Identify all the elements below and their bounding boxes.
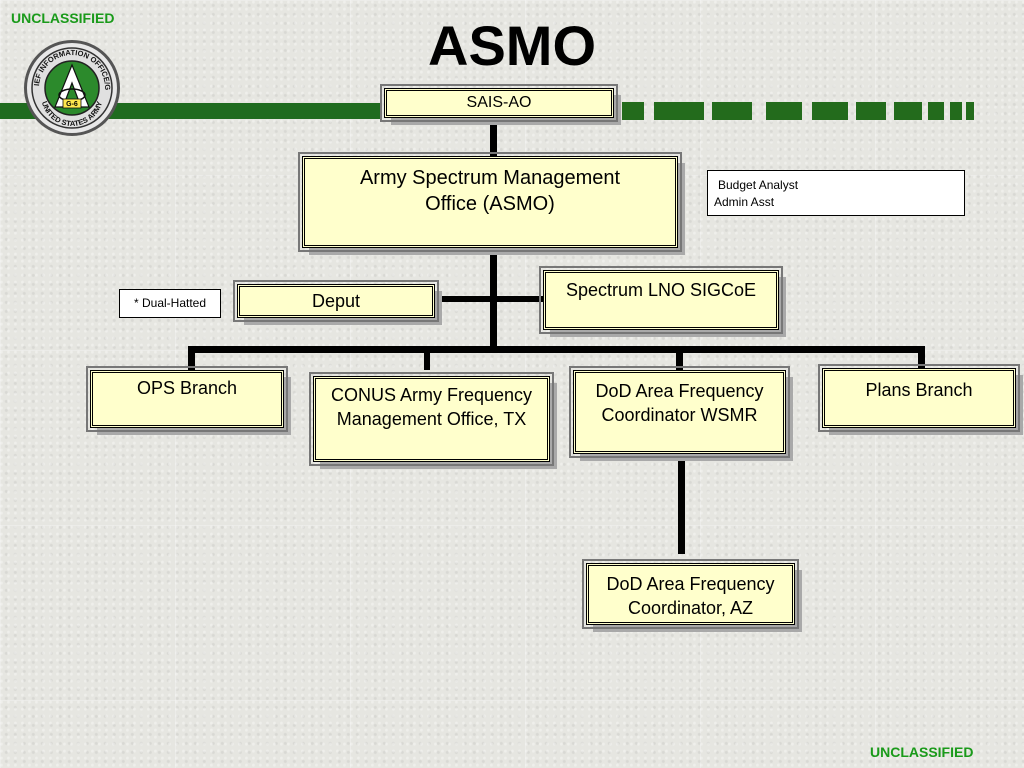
connector-ops <box>188 346 195 370</box>
connector-dod-wsmr <box>676 346 683 370</box>
ops-branch-box: OPS Branch <box>86 366 288 432</box>
sais-ao-label: SAIS-AO <box>466 94 532 111</box>
connector-wsmr-az <box>678 452 685 554</box>
classification-top: UNCLASSIFIED <box>11 10 115 26</box>
band-block <box>966 102 974 120</box>
page-title: ASMO <box>428 14 596 77</box>
asmo-box: Army Spectrum Management Office (ASMO) <box>298 152 682 252</box>
dod-az-label: DoD Area Frequency Coordinator, AZ <box>606 574 775 618</box>
svg-text:G-6: G-6 <box>66 101 78 108</box>
connector-conus <box>424 346 430 370</box>
band-block <box>894 102 922 120</box>
deputy-label: Deput <box>311 291 361 311</box>
band-block <box>712 102 752 120</box>
dod-az-box: DoD Area Frequency Coordinator, AZ <box>582 559 799 629</box>
band-block <box>622 102 644 120</box>
staff-budget-analyst: Budget Analyst <box>718 178 799 192</box>
dod-wsmr-label: DoD Area Frequency Coordinator WSMR <box>595 381 764 425</box>
plans-branch-box: Plans Branch <box>818 364 1020 432</box>
connector-branch-bar <box>188 346 925 353</box>
spectrum-lno-box: Spectrum LNO SIGCoE <box>539 266 783 334</box>
plans-branch-label: Plans Branch <box>865 380 973 400</box>
conus-label: CONUS Army Frequency Management Office, … <box>330 385 533 429</box>
band-block <box>812 102 848 120</box>
connector-sais-asmo <box>490 120 497 156</box>
deputy-box: Deput <box>233 280 439 322</box>
ops-branch-label: OPS Branch <box>136 378 238 398</box>
connector-deputy-lno <box>435 296 545 302</box>
staff-box: Budget Analyst Admin Asst <box>707 170 965 216</box>
asmo-label: Army Spectrum Management Office (ASMO) <box>359 167 621 215</box>
staff-admin-asst: Admin Asst <box>714 195 775 209</box>
header-band-middle <box>100 103 380 119</box>
band-block <box>766 102 802 120</box>
band-block <box>950 102 962 120</box>
classification-bottom: UNCLASSIFIED <box>870 744 974 760</box>
sais-ao-box: SAIS-AO <box>380 84 618 122</box>
dual-hatted-note: * Dual-Hatted <box>119 289 221 318</box>
conus-box: CONUS Army Frequency Management Office, … <box>309 372 554 466</box>
connector-plans <box>918 346 925 370</box>
dual-hatted-label: * Dual-Hatted <box>133 296 207 310</box>
spectrum-lno-label: Spectrum LNO SIGCoE <box>565 280 757 300</box>
band-block <box>654 102 704 120</box>
band-block <box>928 102 944 120</box>
band-block <box>856 102 886 120</box>
cio-g6-seal-icon: G-6 CHIEF INFORMATION OFFICE/G-6 UNITED … <box>24 40 120 136</box>
dod-wsmr-box: DoD Area Frequency Coordinator WSMR <box>569 366 790 458</box>
